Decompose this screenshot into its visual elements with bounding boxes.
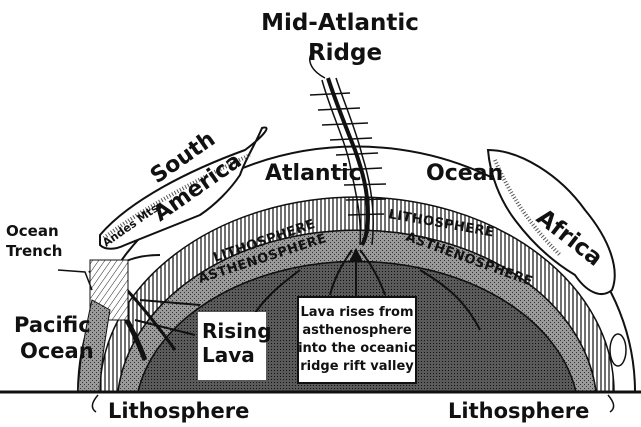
ocean-trench-leader	[58, 270, 92, 290]
callout-line-2: asthenosphere	[302, 323, 412, 338]
ridge-title-line2: Ridge	[308, 40, 382, 66]
callout-line-3: into the oceanic	[298, 341, 416, 356]
ocean-label: Ocean	[426, 161, 503, 186]
lithosphere-bottom-label-right: Lithosphere	[448, 399, 589, 423]
callout-line-1: Lava rises from	[300, 305, 413, 320]
pacific-ocean-label-line2: Ocean	[20, 339, 94, 363]
lithosphere-left-leader	[92, 395, 98, 412]
island	[610, 334, 626, 366]
atlantic-label: Atlantic	[265, 161, 362, 186]
ocean-trench-label-line1: Ocean	[6, 222, 59, 240]
lithosphere-bottom-label-left: Lithosphere	[108, 399, 249, 423]
rising-label-line2: Lava	[202, 343, 255, 367]
lithosphere-right-leader	[608, 395, 614, 412]
pacific-ocean-label-line1: Pacific	[14, 313, 91, 337]
ocean-trench-label-line2: Trench	[6, 242, 62, 260]
callout-line-4: ridge rift valley	[300, 359, 414, 374]
rising-label-line1: Rising	[202, 319, 272, 343]
ridge-title-line1: Mid-Atlantic	[261, 10, 419, 36]
